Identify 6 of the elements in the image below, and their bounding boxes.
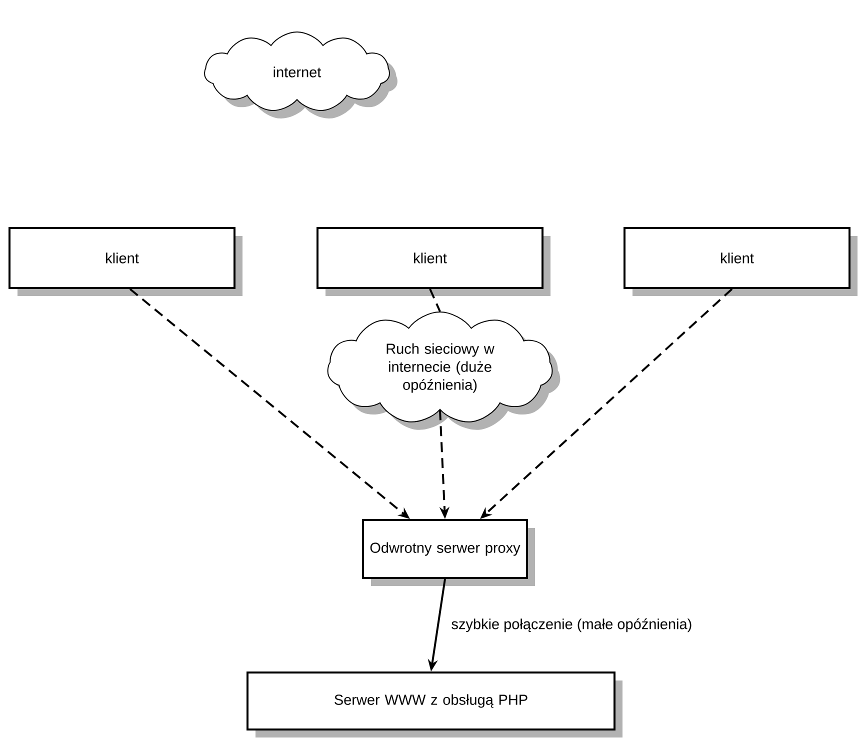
process-box: klient — [316, 227, 550, 296]
edge-label: szybkie połączenie (małe opóźnienia) — [450, 617, 694, 634]
process-box: Serwer WWW z obsługą PHP — [246, 672, 622, 738]
process-box: klient — [8, 227, 242, 296]
process-box: klient — [624, 227, 858, 296]
process-box: Odwrotny serwer proxy — [362, 519, 535, 586]
